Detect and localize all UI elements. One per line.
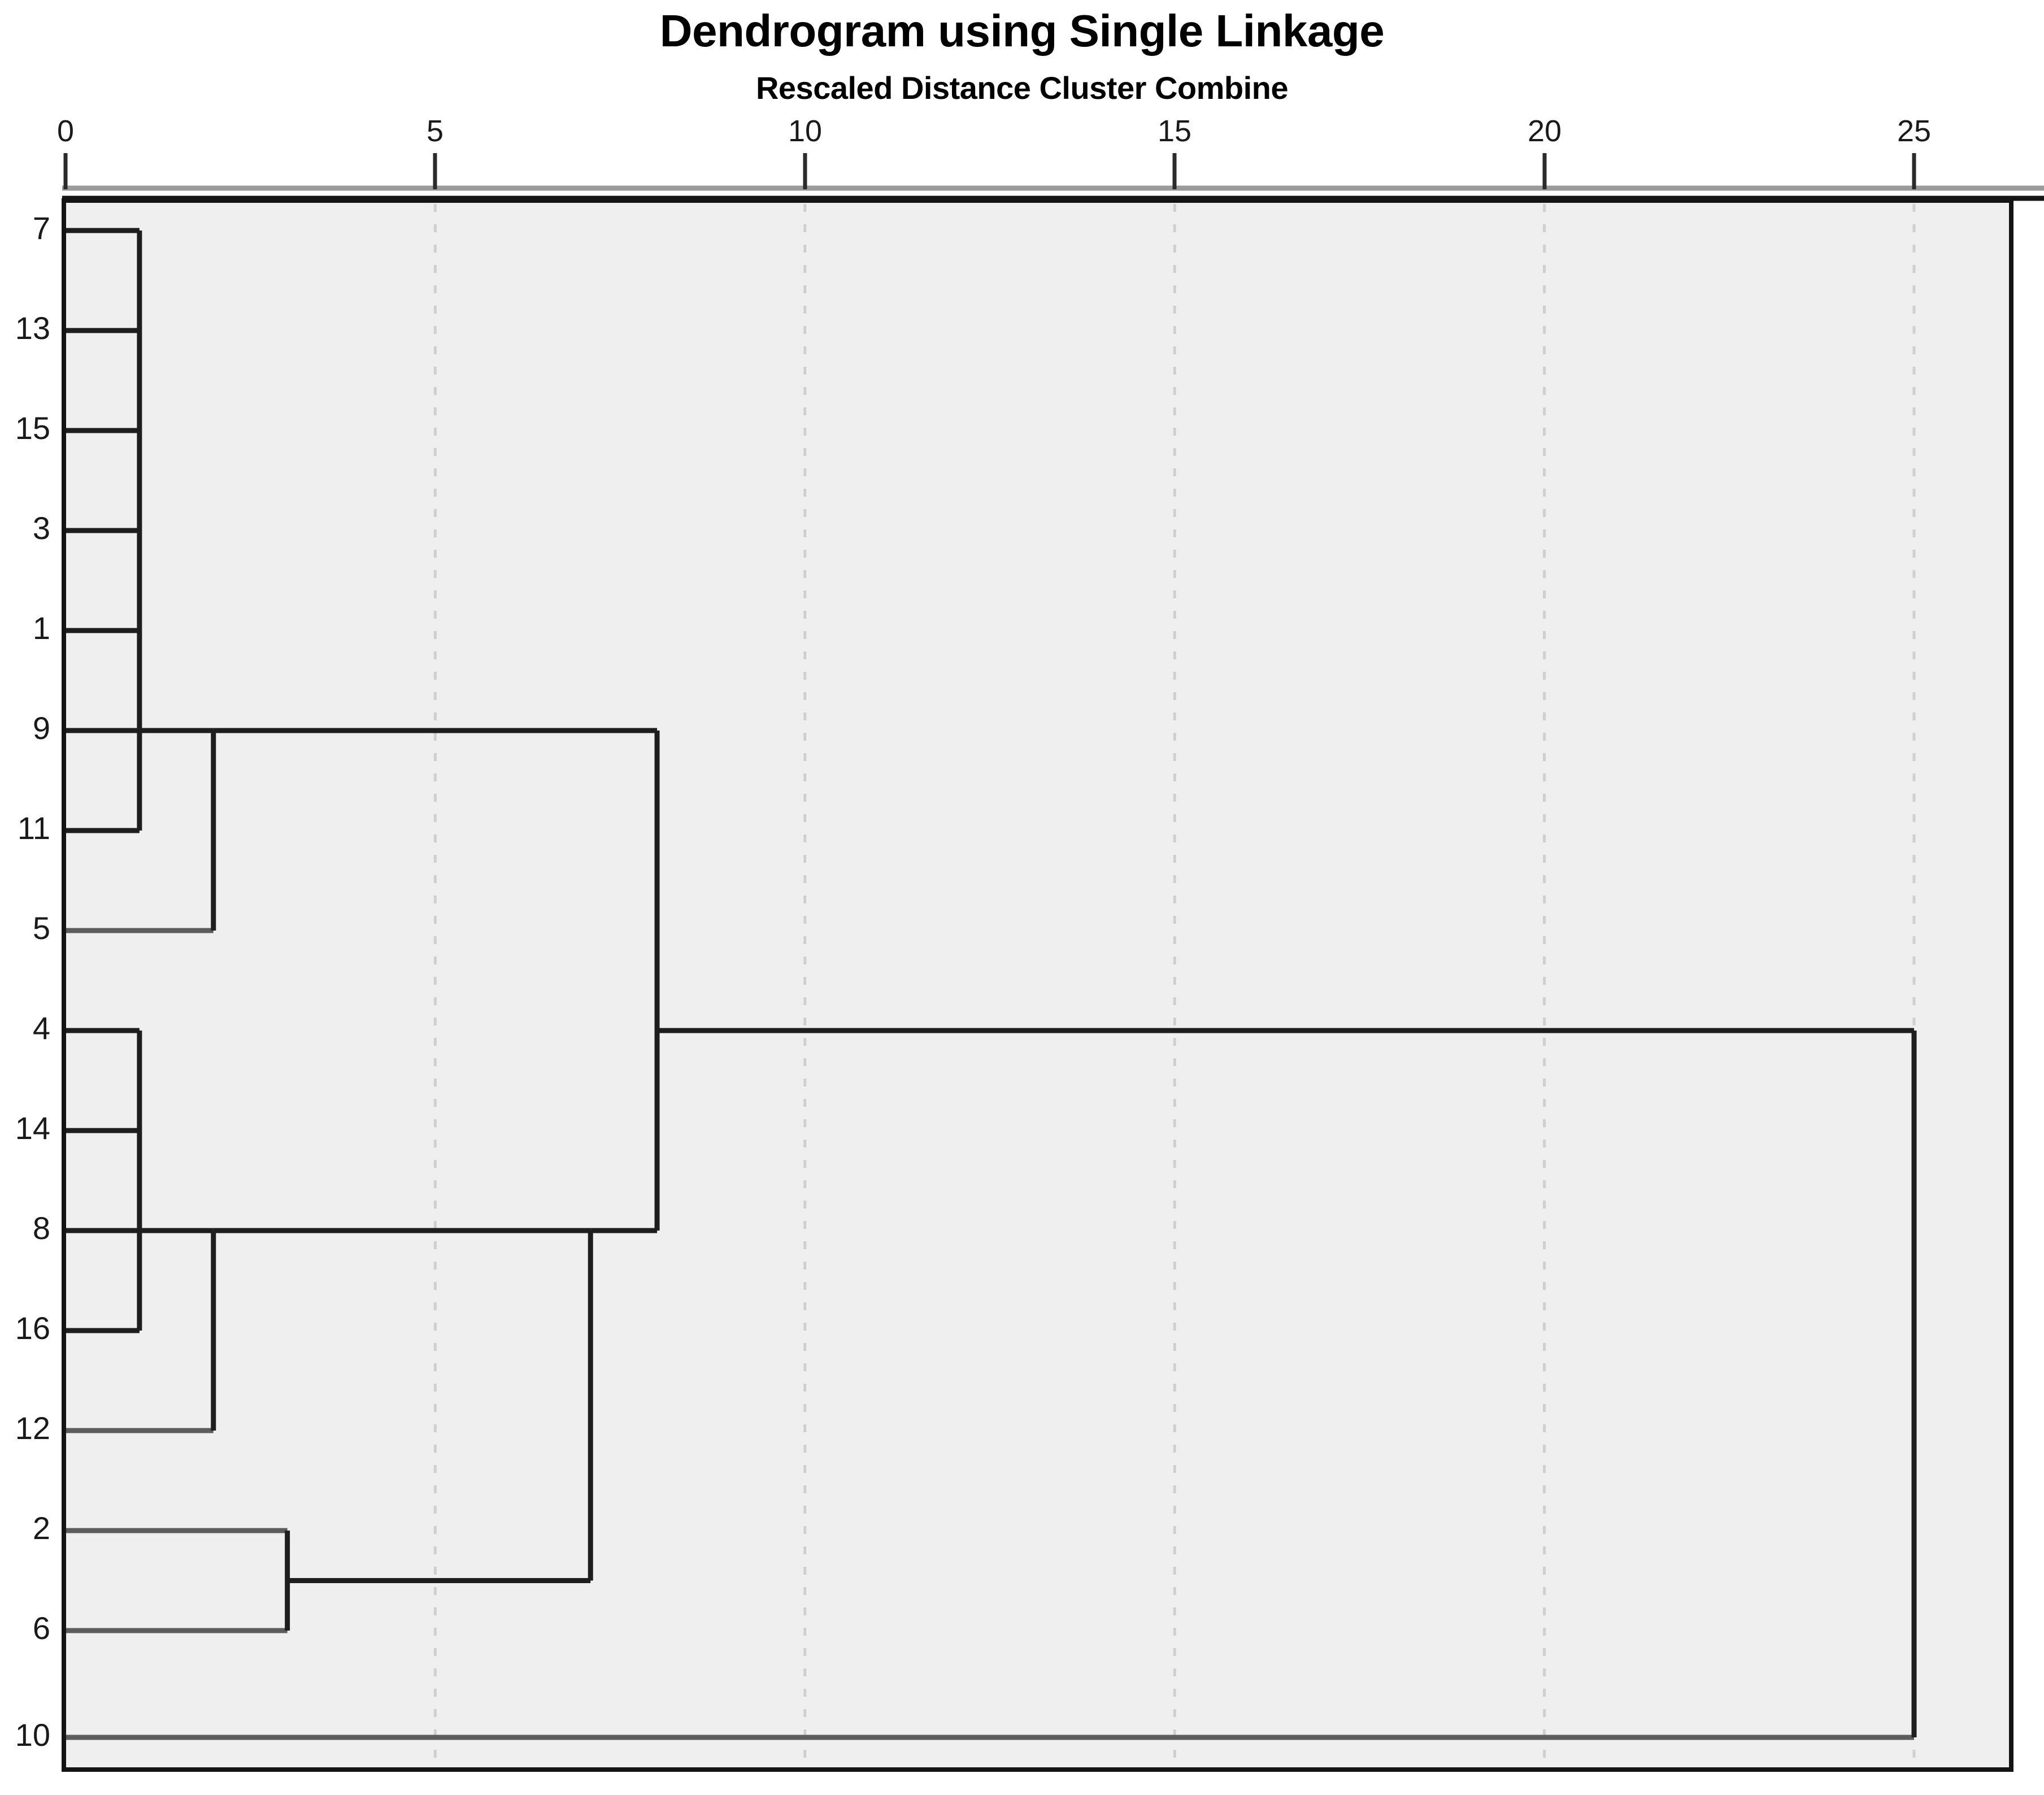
x-tick-label-5: 5 <box>427 114 443 148</box>
x-tick-label-0: 0 <box>57 114 74 148</box>
leaf-label-5: 5 <box>33 910 50 946</box>
dendrogram-links <box>62 198 2013 1772</box>
leaf-label-7: 7 <box>33 210 50 246</box>
x-tick-label-25: 25 <box>1897 114 1931 148</box>
leaf-label-15: 15 <box>15 410 50 446</box>
grid-layer <box>64 201 2011 1770</box>
leaf-label-11: 11 <box>18 810 50 846</box>
x-tick-label-20: 20 <box>1528 114 1562 148</box>
leaf-label-4: 4 <box>33 1010 50 1046</box>
x-axis <box>62 153 2044 201</box>
leaf-label-6: 6 <box>33 1610 50 1646</box>
leaf-label-14: 14 <box>15 1110 50 1146</box>
plot-border <box>62 198 2013 1772</box>
leaf-label-2: 2 <box>33 1510 50 1546</box>
chart-subtitle: Rescaled Distance Cluster Combine <box>755 70 1289 106</box>
leaf-label-10: 10 <box>15 1717 50 1753</box>
leaf-label-1: 1 <box>33 610 50 646</box>
chart-title: Dendrogram using Single Linkage <box>659 6 1385 56</box>
leaf-label-16: 16 <box>15 1310 50 1346</box>
x-tick-labels: 0 5 10 15 20 25 <box>57 114 1931 148</box>
x-tick-label-15: 15 <box>1158 114 1191 148</box>
plot-background <box>64 201 2011 1770</box>
leaf-labels: 7 13 15 3 1 9 11 5 4 14 8 16 12 2 6 10 <box>15 210 50 1753</box>
leaf-label-9: 9 <box>33 710 50 746</box>
leaf-label-12: 12 <box>15 1410 50 1446</box>
leaf-label-8: 8 <box>33 1210 50 1246</box>
leaf-label-13: 13 <box>15 310 50 346</box>
x-tick-label-10: 10 <box>788 114 822 148</box>
leaf-label-3: 3 <box>33 510 50 546</box>
